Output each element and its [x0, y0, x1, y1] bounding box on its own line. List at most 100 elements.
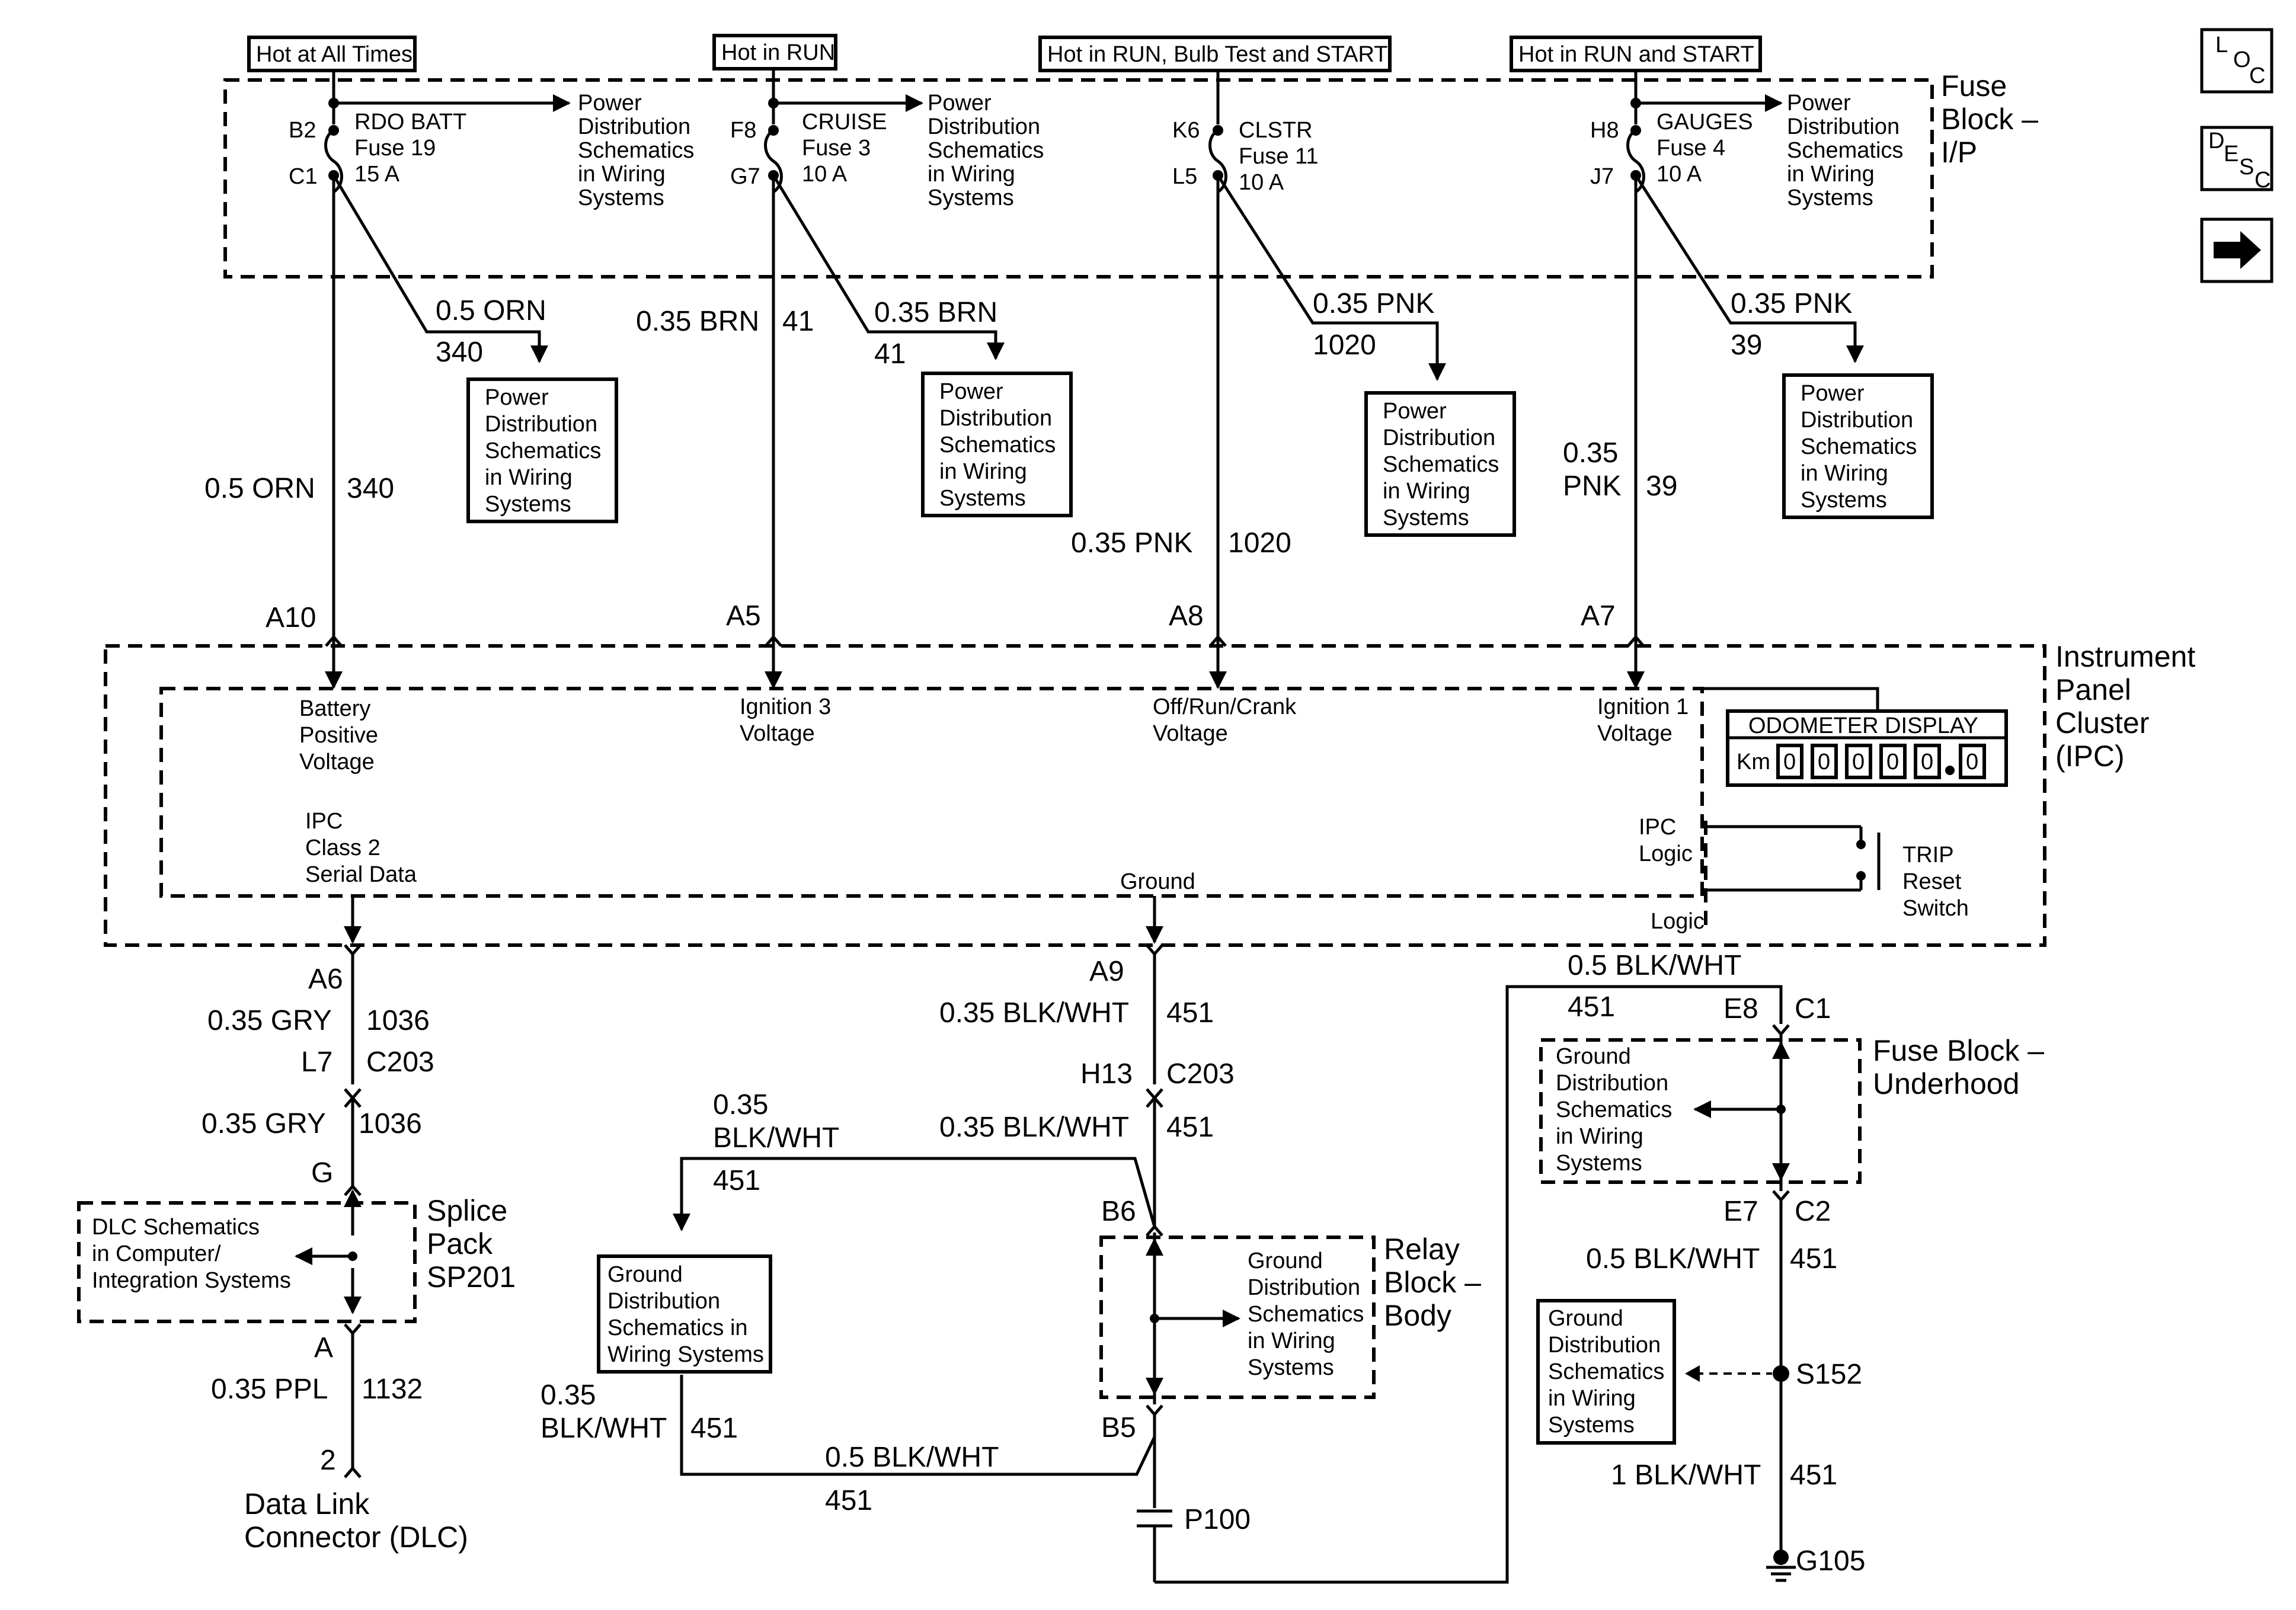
- svg-text:0: 0: [1852, 750, 1865, 774]
- svg-text:0: 0: [1966, 750, 1978, 774]
- svg-text:451: 451: [713, 1165, 760, 1196]
- svg-text:ODOMETER DISPLAY: ODOMETER DISPLAY: [1748, 713, 1978, 738]
- svg-text:0: 0: [1818, 750, 1830, 774]
- svg-text:BLK/WHT: BLK/WHT: [713, 1122, 839, 1154]
- svg-text:Schematics: Schematics: [1556, 1097, 1672, 1122]
- ipc-ignition1-input: Ignition 1 Voltage: [1597, 694, 1689, 746]
- power-label-run-and-start: Hot in RUN and START: [1510, 36, 1762, 72]
- svg-text:A5: A5: [726, 600, 761, 632]
- svg-text:Hot in RUN, Bulb Test and STAR: Hot in RUN, Bulb Test and START: [1047, 42, 1387, 67]
- svg-text:Switch: Switch: [1902, 896, 1969, 921]
- svg-text:Fuse 11: Fuse 11: [1239, 144, 1318, 169]
- ipc-serial-data: IPC Class 2 Serial Data: [305, 809, 417, 887]
- svg-text:Systems: Systems: [485, 492, 571, 517]
- svg-text:0: 0: [1886, 750, 1899, 774]
- svg-text:Data Link: Data Link: [244, 1487, 370, 1521]
- svg-text:Distribution: Distribution: [1556, 1071, 1668, 1096]
- fuse-block-ip-title: I/P: [1941, 136, 1977, 169]
- svg-text:Wiring Systems: Wiring Systems: [607, 1342, 764, 1367]
- svg-text:Distribution: Distribution: [1801, 408, 1913, 433]
- svg-text:Km: Km: [1737, 750, 1770, 774]
- ipc-offruncrank-input: Off/Run/Crank Voltage: [1153, 694, 1297, 746]
- svg-text:G105: G105: [1796, 1545, 1865, 1577]
- svg-text:39: 39: [1731, 329, 1762, 361]
- svg-text:0: 0: [1783, 750, 1796, 774]
- svg-text:Systems: Systems: [1556, 1151, 1642, 1176]
- svg-text:in Wiring: in Wiring: [578, 162, 666, 187]
- svg-text:0.35 PPL: 0.35 PPL: [211, 1374, 328, 1405]
- svg-text:41: 41: [782, 306, 814, 337]
- power-label-hot-in-run: Hot in RUN: [712, 34, 837, 71]
- svg-text:O: O: [2233, 47, 2251, 72]
- svg-text:340: 340: [347, 473, 394, 504]
- svg-text:Voltage: Voltage: [1597, 721, 1673, 746]
- fuse-clstr: K6 L5 CLSTR Fuse 11 10 A: [1172, 71, 1318, 195]
- svg-text:in Wiring: in Wiring: [939, 459, 1027, 484]
- svg-text:Schematics in: Schematics in: [607, 1315, 748, 1340]
- svg-text:Relay: Relay: [1384, 1233, 1460, 1266]
- svg-text:C203: C203: [1166, 1058, 1235, 1090]
- svg-text:A10: A10: [266, 602, 316, 633]
- svg-text:340: 340: [436, 337, 483, 368]
- svg-text:Distribution: Distribution: [1548, 1333, 1661, 1358]
- svg-text:Schematics: Schematics: [578, 138, 694, 163]
- svg-text:Distribution: Distribution: [939, 406, 1052, 431]
- svg-text:0.35 BLK/WHT: 0.35 BLK/WHT: [939, 1112, 1129, 1143]
- loc-icon[interactable]: L O C: [2200, 28, 2273, 94]
- desc-icon[interactable]: D E S C: [2200, 126, 2273, 193]
- fuse-block-ip-title: Fuse: [1941, 69, 2007, 103]
- svg-text:Off/Run/Crank: Off/Run/Crank: [1153, 694, 1297, 719]
- svg-text:Connector (DLC): Connector (DLC): [244, 1521, 468, 1554]
- svg-text:Fuse 19: Fuse 19: [354, 136, 436, 161]
- feed-wire-a5: 0.35 BRN 41 A5: [636, 175, 814, 647]
- svg-text:451: 451: [1790, 1459, 1837, 1491]
- fuse-block-ip-outline: [223, 78, 1934, 279]
- svg-text:0: 0: [1921, 750, 1933, 774]
- svg-text:15 A: 15 A: [354, 162, 400, 187]
- power-label-hot-at-all-times: Hot at All Times: [247, 36, 417, 72]
- svg-text:1 BLK/WHT: 1 BLK/WHT: [1611, 1459, 1761, 1491]
- branch-brn-41: 0.35 BRN 41 Power Distribution Schematic…: [772, 174, 1073, 517]
- svg-text:Voltage: Voltage: [1153, 721, 1228, 746]
- feed-wire-a10: 0.5 ORN 340 A10: [204, 175, 394, 647]
- svg-text:P100: P100: [1184, 1504, 1251, 1535]
- svg-text:Power: Power: [1383, 399, 1447, 424]
- svg-text:0.35 PNK: 0.35 PNK: [1313, 288, 1434, 319]
- svg-text:Ground: Ground: [1556, 1044, 1631, 1069]
- svg-text:0.35: 0.35: [1563, 437, 1618, 469]
- svg-text:in Wiring: in Wiring: [1556, 1124, 1643, 1149]
- svg-text:Power: Power: [928, 91, 992, 116]
- svg-text:Block –: Block –: [1384, 1266, 1481, 1299]
- svg-text:Body: Body: [1384, 1299, 1451, 1332]
- ipc-logic-label: IPC Logic: [1639, 815, 1693, 866]
- svg-text:Systems: Systems: [1383, 505, 1469, 530]
- svg-text:Schematics: Schematics: [928, 138, 1044, 163]
- ground-wire-s152: 0.5 BLK/WHT 451 S152 Ground Distribution…: [1536, 1200, 1865, 1582]
- svg-text:Ground: Ground: [1248, 1249, 1323, 1273]
- svg-text:Systems: Systems: [1801, 488, 1887, 513]
- svg-text:Ground: Ground: [607, 1262, 683, 1287]
- fuse-rdo-batt: B2 C1 RDO BATT Fuse 19 15 A: [289, 71, 571, 194]
- svg-text:in Wiring: in Wiring: [1548, 1386, 1636, 1411]
- svg-text:0.5 BLK/WHT: 0.5 BLK/WHT: [1568, 950, 1741, 981]
- svg-text:CRUISE: CRUISE: [802, 110, 887, 135]
- svg-text:S: S: [2239, 155, 2254, 180]
- svg-text:1036: 1036: [366, 1005, 430, 1036]
- svg-text:10 A: 10 A: [802, 162, 848, 187]
- svg-text:1132: 1132: [362, 1374, 423, 1405]
- svg-text:0.35: 0.35: [713, 1089, 768, 1121]
- svg-text:Schematics: Schematics: [1383, 452, 1499, 477]
- power-ref-gauges: Power Distribution Schematics in Wiring …: [1787, 91, 1903, 210]
- svg-text:G7: G7: [730, 164, 760, 189]
- svg-text:Schematics: Schematics: [1787, 138, 1903, 163]
- svg-text:E8: E8: [1723, 993, 1758, 1025]
- branch-pnk-39: 0.35 PNK 39 Power Distribution Schematic…: [1634, 174, 1934, 519]
- svg-text:Underhood: Underhood: [1873, 1067, 2019, 1100]
- svg-text:Systems: Systems: [578, 185, 664, 210]
- svg-text:IPC: IPC: [305, 809, 343, 834]
- fuse-block-ip-title: Block –: [1941, 103, 2038, 136]
- svg-text:Systems: Systems: [1548, 1413, 1635, 1438]
- svg-text:Integration Systems: Integration Systems: [92, 1268, 291, 1293]
- arrow-right-icon[interactable]: [2200, 217, 2273, 283]
